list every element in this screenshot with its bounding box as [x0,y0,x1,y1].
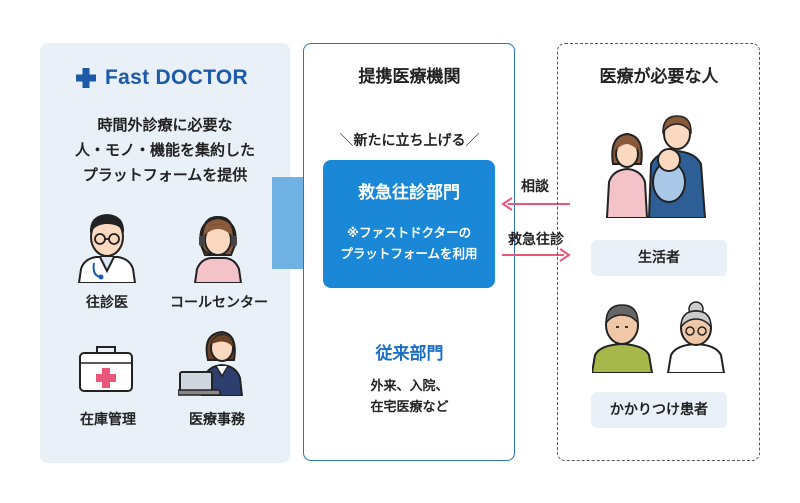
logo-text: Fast DOCTOR [105,66,248,89]
conventional-desc-line-2: 在宅医療など [370,400,449,415]
family-icon [605,115,707,218]
role-house-call-doctor: 往診医 [86,295,128,311]
emergency-house-call-box [323,160,495,288]
consult-arrow [501,197,570,211]
platform-panel [40,43,290,463]
emergency-note-line-1: ※ファストドクターの [346,225,472,240]
emergency-house-call-title: 救急往診部門 [358,183,460,203]
group-general-public: 生活者 [591,240,727,276]
platform-desc-line-2: 人・モノ・機能を集約した [74,141,255,159]
doctor-icon [77,214,137,283]
emergency-note: ※ファストドクターの プラットフォームを利用 [323,222,495,264]
conventional-desc-line-1: 外来、入院、 [370,379,449,394]
plus-icon [76,68,96,88]
conventional-department-desc: 外来、入院、 在宅医療など [303,376,516,418]
house-call-label: 救急往診 [508,232,564,248]
platform-desc-line-3: プラットフォームを提供 [82,166,248,184]
elderly-patients-icon [592,301,726,373]
patients-title: 医療が必要な人 [599,67,719,87]
house-call-arrow [502,248,571,262]
platform-desc-line-1: 時間外診療に必要な [97,116,233,134]
call-center-operator-icon [193,215,243,283]
role-medical-office: 医療事務 [189,412,245,428]
role-inventory-management: 在庫管理 [80,412,136,428]
role-call-center: コールセンター [170,295,268,311]
conventional-department-title: 従来部門 [375,344,444,364]
consult-label: 相談 [521,179,549,195]
new-launch-text: 新たに立ち上げる [353,133,466,149]
medical-office-worker-icon [178,330,244,396]
medical-kit-icon [79,346,133,392]
new-launch-label: ＼新たに立ち上げる／ [339,133,480,149]
group-regular-patients: かかりつけ患者 [591,392,727,428]
partner-hospital-title: 提携医療機関 [358,67,461,87]
patients-panel [557,43,760,461]
emergency-note-line-2: プラットフォームを利用 [340,246,478,261]
fast-doctor-logo: Fast DOCTOR [75,66,248,90]
